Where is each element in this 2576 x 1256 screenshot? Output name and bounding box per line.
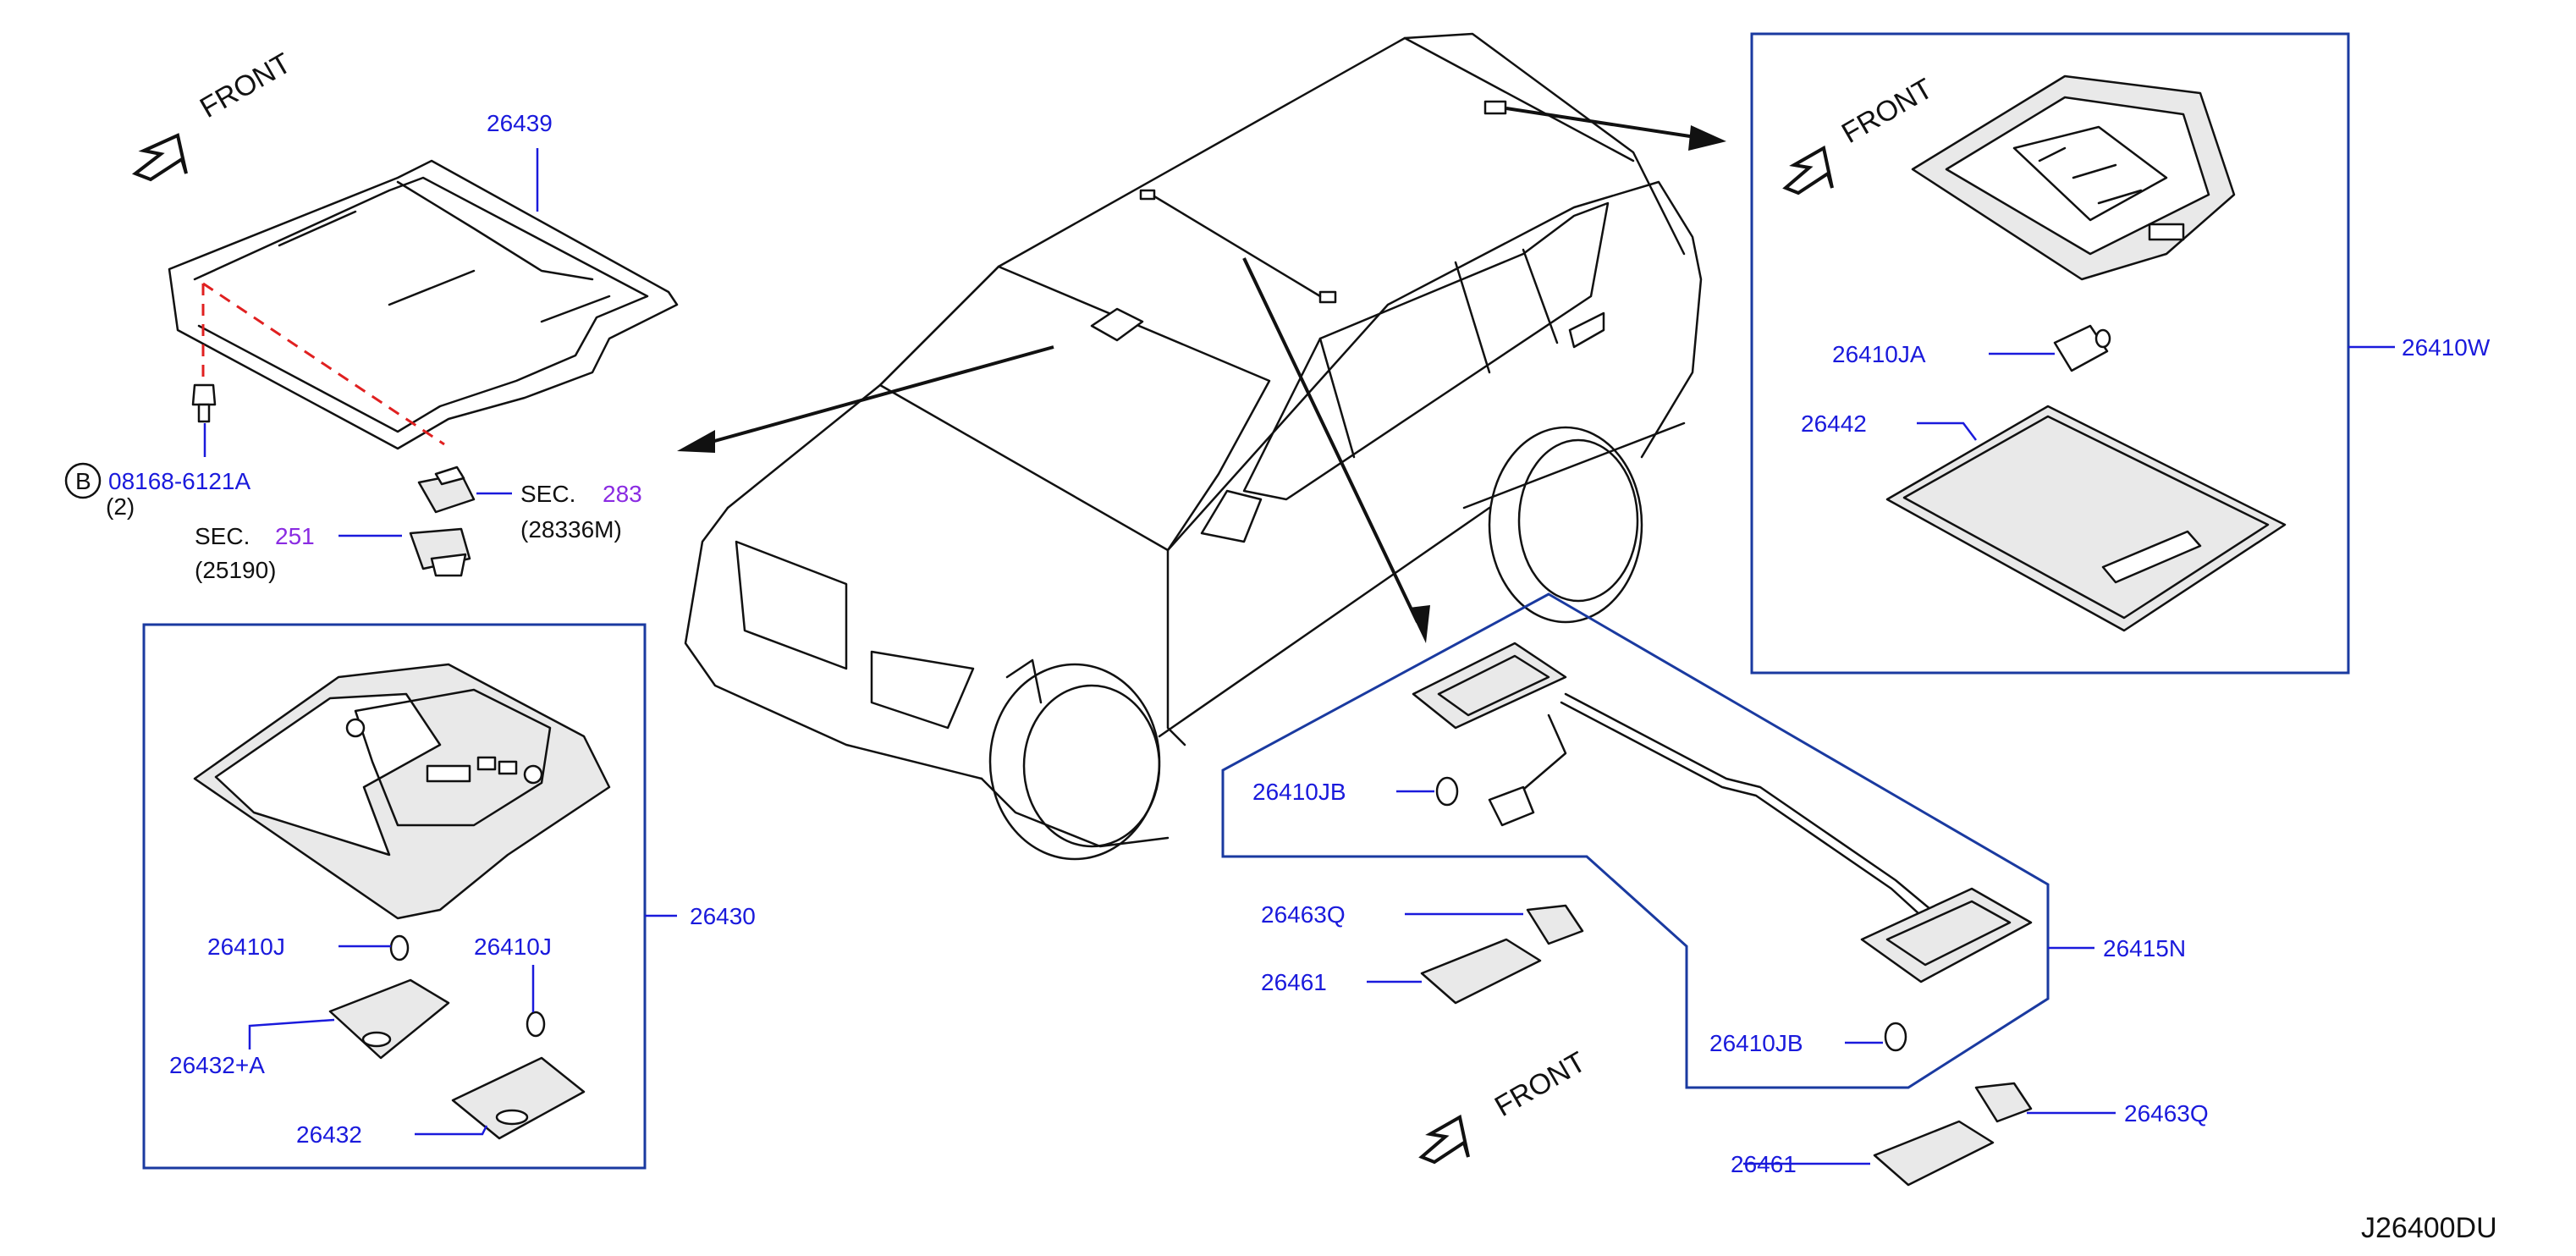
- clip-26463Q-lower: [1974, 1082, 2033, 1123]
- vehicle-outline: [684, 32, 1703, 861]
- front-label: FRONT: [1836, 72, 1938, 149]
- sec-251-number: 251: [275, 523, 315, 549]
- box-26410W: [1750, 32, 2350, 675]
- label-26442: 26442: [1801, 410, 1867, 437]
- bulb-26410J-left: [389, 934, 410, 961]
- arrow-to-26410W: [1505, 107, 1726, 151]
- connector-28336M: [417, 465, 476, 514]
- lamp-unit-upper: [1412, 642, 1567, 730]
- label-26463Q-a: 26463Q: [1261, 901, 1346, 928]
- front-arrow-bottom: FRONT: [1418, 1045, 1591, 1165]
- label-26410J-b: 26410J: [474, 934, 552, 960]
- lens-26461-lower: [1873, 1120, 1995, 1187]
- front-label: FRONT: [1489, 1045, 1591, 1122]
- bracket-26439: [168, 159, 679, 450]
- label-26410W: 26410W: [2402, 334, 2491, 361]
- arrow-to-bracket: [677, 345, 1054, 453]
- bulb-26410JA: [2053, 324, 2111, 372]
- lamp-unit-lower: [1860, 887, 2033, 983]
- bulb-26410JB-lower: [1884, 1022, 1907, 1052]
- lens-26442: [1885, 405, 2287, 632]
- box-26430: [142, 623, 647, 1170]
- label-26432: 26432: [296, 1121, 362, 1148]
- room-lamp-26410W: [1911, 74, 2236, 281]
- box-26415N: [1221, 592, 2050, 1089]
- label-26410JB-b: 26410JB: [1709, 1030, 1803, 1056]
- sec-283-sub: (28336M): [520, 516, 622, 543]
- arrow-to-26415N: [1242, 257, 1430, 643]
- label-26430: 26430: [690, 903, 756, 929]
- sec-283-number: 283: [603, 481, 642, 507]
- label-26461-a: 26461: [1261, 969, 1327, 995]
- bulb-26410J-right: [526, 1011, 546, 1038]
- front-label: FRONT: [195, 47, 296, 124]
- label-26410JB-a: 26410JB: [1252, 779, 1346, 805]
- diagram-id: J26400DU: [2361, 1212, 2497, 1244]
- connector-25190: [409, 527, 471, 577]
- label-26439: 26439: [487, 110, 553, 136]
- label-26463Q-b: 26463Q: [2124, 1100, 2209, 1127]
- connector-harness: [1488, 785, 1535, 827]
- label-08168-6121A: 08168-6121A: [108, 468, 250, 494]
- bulb-26410JB-upper: [1435, 776, 1459, 807]
- label-26410J-a: 26410J: [207, 934, 285, 960]
- map-lamp-26430: [193, 663, 611, 920]
- harness-26415N: [1505, 692, 1948, 933]
- label-26410JA: 26410JA: [1832, 341, 1926, 367]
- front-arrow-top-left: FRONT: [131, 47, 296, 182]
- bolt-callout-circle: [64, 462, 102, 499]
- lens-26432A: [328, 978, 450, 1060]
- clip-26463Q-upper: [1526, 904, 1584, 945]
- bolt-08168-6121A: [191, 383, 217, 423]
- bolt-circle-letter: B: [75, 468, 91, 494]
- label-26415N: 26415N: [2103, 935, 2186, 961]
- lens-26461-upper: [1420, 938, 1542, 1005]
- sec-283-label: SEC.: [520, 481, 575, 507]
- sec-251-label: SEC.: [195, 523, 250, 549]
- label-26461-b: 26461: [1731, 1151, 1797, 1177]
- bolt-qty: (2): [106, 493, 135, 520]
- label-26432A: 26432+A: [169, 1052, 265, 1078]
- sec-251-sub: (25190): [195, 557, 277, 583]
- lens-26432: [451, 1056, 586, 1140]
- front-arrow-top-right: FRONT: [1782, 72, 1938, 196]
